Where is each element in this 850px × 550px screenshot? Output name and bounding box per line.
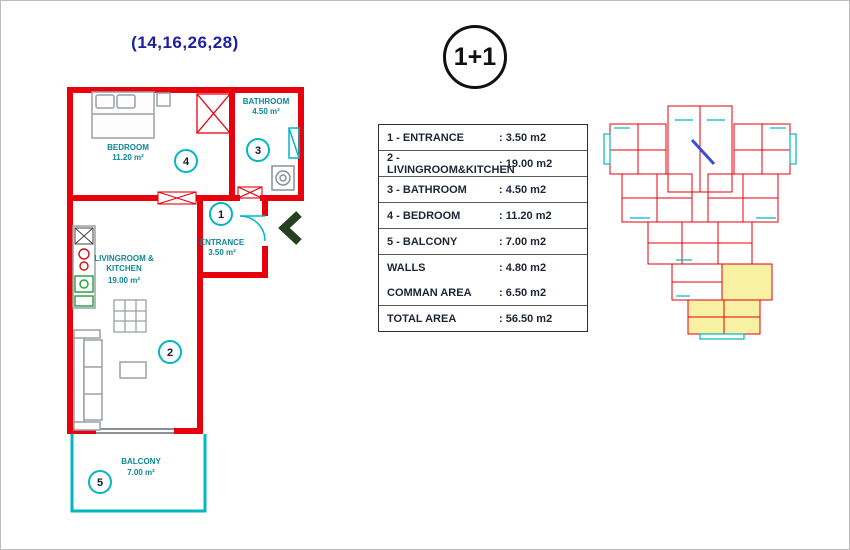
row-label: 5 - BALCONY [387, 235, 458, 248]
plan-type-badge: 1+1 [443, 25, 507, 89]
apartment-floor-plan: BEDROOM 11.20 m² BATHROOM 4.50 m² ENTRAN… [67, 87, 304, 513]
row-label: COMMAN AREA [387, 286, 472, 299]
row-label: 4 - BEDROOM [387, 209, 461, 222]
balcony-label: BALCONY [121, 457, 161, 466]
living-label-line2: KITCHEN [106, 264, 142, 273]
row-value: : 19.00 m2 [499, 157, 553, 170]
table-row: 1 - ENTRANCE : 3.50 m2 [379, 125, 587, 151]
sofa-icon [73, 329, 147, 431]
table-row: 3 - BATHROOM : 4.50 m2 [379, 177, 587, 203]
entrance-door-swing-icon [239, 215, 266, 242]
room-number-markers: 1 2 3 4 5 [88, 138, 270, 494]
row-value: : 6.50 m2 [499, 286, 547, 299]
bathroom-label: BATHROOM [243, 97, 290, 106]
row-value: : 56.50 m2 [499, 312, 553, 325]
shaft-icon [288, 127, 300, 159]
row-value: : 4.80 m2 [499, 261, 547, 274]
bedroom-label: BEDROOM [107, 143, 149, 152]
row-label: 2 - LIVINGROOM&KITCHEN [387, 151, 515, 176]
sliding-door-icon [96, 428, 174, 434]
bedroom-number: 4 [183, 156, 190, 168]
row-value: : 3.50 m2 [499, 131, 547, 144]
room-labels: BEDROOM 11.20 m² BATHROOM 4.50 m² ENTRAN… [94, 97, 289, 477]
unit-numbers-title: (14,16,26,28) [131, 33, 239, 52]
bathroom-number: 3 [255, 145, 261, 157]
row-value: : 4.50 m2 [499, 183, 547, 196]
row-value: : 11.20 m2 [499, 209, 552, 222]
mini-plan-balcony-details [603, 119, 797, 340]
entrance-label: ENTRANCE [200, 238, 245, 247]
row-label: 1 - ENTRANCE [387, 131, 465, 144]
balcony-number: 5 [97, 477, 103, 489]
dining-table-icon [113, 299, 147, 333]
row-label: TOTAL AREA [387, 312, 457, 325]
washer-icon [271, 165, 295, 191]
building-overview-plan [603, 105, 797, 340]
bathroom-area: 4.50 m² [252, 107, 280, 116]
entrance-chevron-icon [278, 211, 302, 245]
area-table: 1 - ENTRANCE : 3.50 m2 2 - LIVINGROOM&KI… [378, 124, 588, 332]
highlighted-units [687, 263, 773, 335]
row-label: WALLS [387, 261, 426, 274]
table-row: 5 - BALCONY : 7.00 m2 [379, 229, 587, 255]
bedroom-area: 11.20 m² [112, 153, 144, 162]
door-x-icon [237, 186, 263, 199]
door-x-icon [157, 191, 197, 205]
balcony-outline [70, 434, 207, 513]
mini-plan-blue-mark [690, 138, 716, 166]
table-row: 4 - BEDROOM : 11.20 m2 [379, 203, 587, 229]
kitchen-counter-icon [72, 225, 96, 309]
entrance-area: 3.50 m² [208, 248, 236, 257]
table-row: COMMAN AREA : 6.50 m2 [379, 280, 587, 306]
table-row: 2 - LIVINGROOM&KITCHEN : 19.00 m2 [379, 151, 587, 177]
table-row: TOTAL AREA : 56.50 m2 [379, 306, 587, 331]
living-label-line1: LIVINGROOM & [94, 254, 154, 263]
bed-icon [91, 91, 171, 139]
living-area: 19.00 m² [108, 276, 140, 285]
row-value: : 7.00 m2 [499, 235, 547, 248]
walls [67, 87, 304, 434]
entrance-number: 1 [218, 209, 224, 221]
table-row: WALLS : 4.80 m2 [379, 255, 587, 280]
row-label: 3 - BATHROOM [387, 183, 467, 196]
balcony-area: 7.00 m² [127, 468, 155, 477]
closet-x-icon [196, 93, 231, 134]
living-number: 2 [167, 347, 173, 359]
